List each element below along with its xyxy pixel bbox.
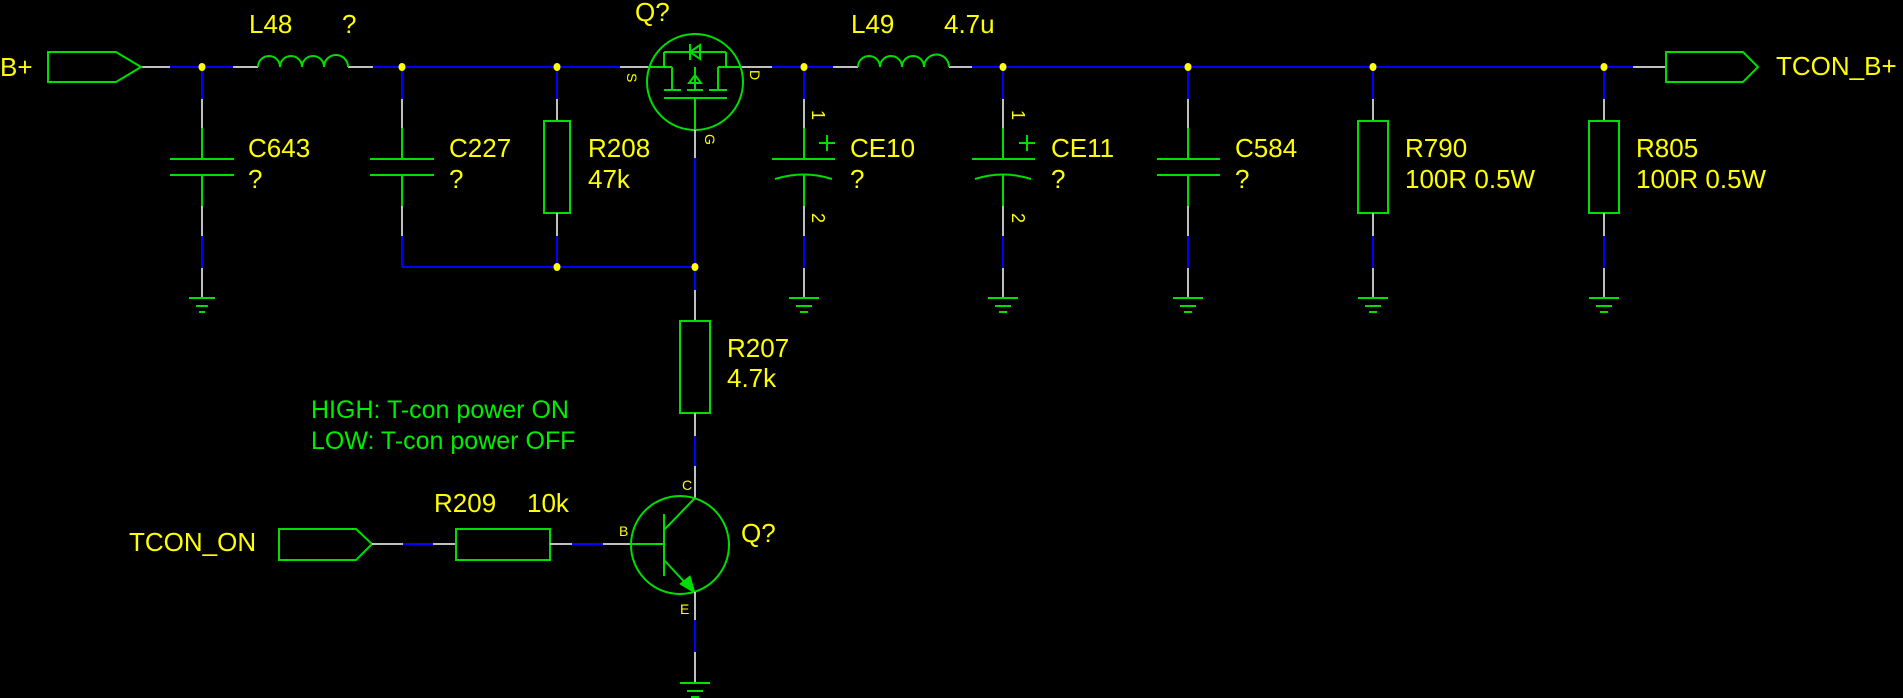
- mosfet-pin-g: G: [702, 134, 718, 145]
- r790-value: 100R 0.5W: [1405, 164, 1536, 194]
- r207-value: 4.7k: [727, 363, 777, 393]
- junction-dot: [1600, 63, 1608, 71]
- ground-icon: [189, 297, 215, 313]
- ground-icon: [1358, 297, 1388, 313]
- ce11-pin-2: 2: [1008, 213, 1028, 223]
- junction-dot: [800, 63, 808, 71]
- npn-ref: Q?: [741, 518, 776, 548]
- r805-ref: R805: [1636, 133, 1698, 163]
- ground-icon: [1173, 297, 1203, 313]
- junction-dot: [691, 263, 699, 271]
- ce10-pin-2: 2: [808, 213, 828, 223]
- port-b-plus-label: B+: [0, 52, 33, 82]
- mosfet-pin-s: S: [624, 73, 640, 82]
- c584-value: ?: [1235, 164, 1249, 194]
- c584-ref: C584: [1235, 133, 1297, 163]
- mosfet-pin-d: D: [747, 70, 763, 80]
- logic-note: HIGH: T-con power ON LOW: T-con power OF…: [311, 396, 575, 455]
- port-tcon-on[interactable]: TCON_ON: [129, 527, 374, 561]
- r209-value: 10k: [527, 488, 570, 518]
- capacitor-c227[interactable]: C227 ?: [370, 67, 511, 267]
- port-b-plus[interactable]: B+: [0, 51, 143, 83]
- port-tcon-b-plus[interactable]: TCON_B+: [1665, 51, 1897, 83]
- l48-ref: L48: [249, 9, 292, 39]
- junction-dot: [553, 63, 561, 71]
- mosfet-ref: Q?: [635, 0, 670, 27]
- r209-ref: R209: [434, 488, 496, 518]
- npn-pin-c: C: [682, 477, 692, 493]
- npn-pin-b: B: [619, 523, 628, 539]
- resistor-r805[interactable]: R805 100R 0.5W: [1588, 67, 1767, 298]
- l48-value: ?: [342, 9, 356, 39]
- port-tcon-on-label: TCON_ON: [129, 527, 256, 557]
- r207-ref: R207: [727, 333, 789, 363]
- inductor-l48[interactable]: L48 ?: [249, 9, 356, 68]
- npn-transistor-q[interactable]: Q? C B E: [619, 477, 776, 683]
- capacitor-c643[interactable]: C643 ?: [170, 67, 310, 298]
- c227-ref: C227: [449, 133, 511, 163]
- capacitor-ce11[interactable]: 1 2 CE11 ?: [972, 67, 1114, 298]
- junction-dot: [999, 63, 1007, 71]
- ground-icon: [1589, 297, 1619, 313]
- c227-value: ?: [449, 164, 463, 194]
- junction-dot: [1184, 63, 1192, 71]
- junction-dot: [198, 63, 206, 71]
- r208-ref: R208: [588, 133, 650, 163]
- l49-ref: L49: [851, 9, 894, 39]
- l49-value: 4.7u: [944, 9, 995, 39]
- mosfet-q[interactable]: Q? S D G: [624, 0, 763, 267]
- ce10-value: ?: [850, 164, 864, 194]
- resistor-r209[interactable]: R209 10k: [434, 488, 570, 561]
- c643-ref: C643: [248, 133, 310, 163]
- inductor-l49[interactable]: L49 4.7u: [851, 9, 995, 68]
- ce10-ref: CE10: [850, 133, 915, 163]
- resistor-r207[interactable]: R207 4.7k: [679, 267, 789, 498]
- npn-pin-e: E: [680, 601, 689, 617]
- ce11-ref: CE11: [1051, 133, 1114, 163]
- junctions: [198, 63, 1608, 271]
- ce11-pin-1: 1: [1008, 110, 1028, 120]
- note-line-2: LOW: T-con power OFF: [311, 427, 575, 455]
- junction-dot: [553, 263, 561, 271]
- ce10-pin-1: 1: [808, 110, 828, 120]
- c643-value: ?: [248, 164, 262, 194]
- ground-icon: [680, 682, 710, 698]
- r208-value: 47k: [588, 164, 631, 194]
- resistor-r208[interactable]: R208 47k: [543, 67, 650, 267]
- port-tcon-b-plus-label: TCON_B+: [1776, 51, 1897, 81]
- ground-icon: [988, 297, 1018, 313]
- note-line-1: HIGH: T-con power ON: [311, 396, 569, 424]
- r805-value: 100R 0.5W: [1636, 164, 1767, 194]
- r790-ref: R790: [1405, 133, 1467, 163]
- ce11-value: ?: [1051, 164, 1065, 194]
- junction-dot: [1369, 63, 1377, 71]
- resistor-r790[interactable]: R790 100R 0.5W: [1357, 67, 1536, 298]
- capacitor-c584[interactable]: C584 ?: [1157, 67, 1297, 298]
- ground-icon: [789, 297, 819, 313]
- capacitor-ce10[interactable]: 1 2 CE10 ?: [772, 67, 915, 298]
- junction-dot: [398, 63, 406, 71]
